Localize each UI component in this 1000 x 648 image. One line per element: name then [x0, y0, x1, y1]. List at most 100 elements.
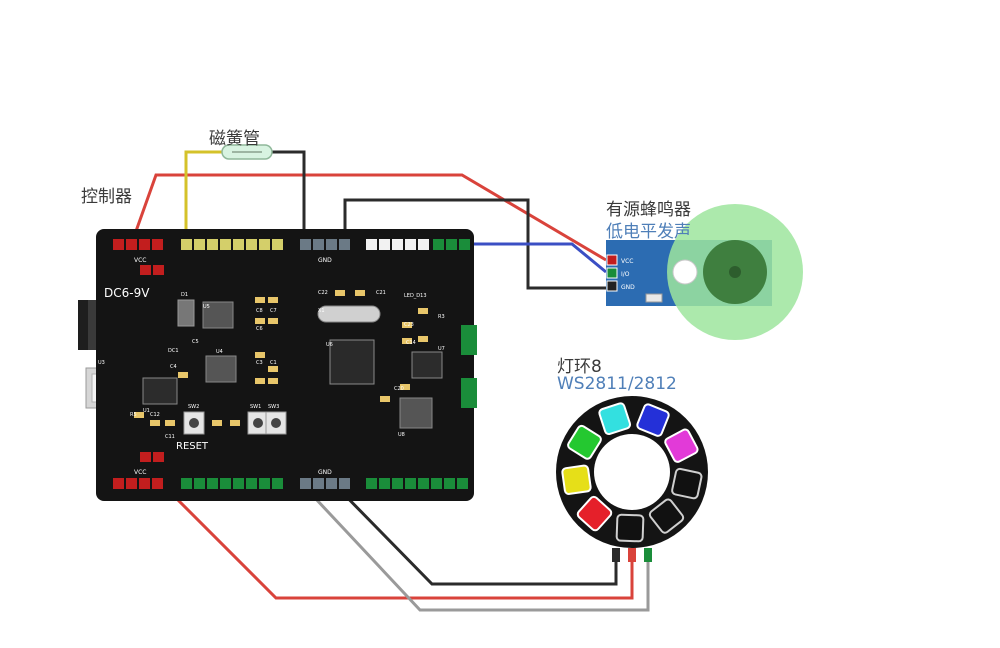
label-vcc-top: VCC: [134, 257, 146, 264]
silk-x1: X1: [318, 308, 325, 314]
silk-u6: U6: [326, 342, 333, 348]
controller-board: DC6-9V RESET VCC VCC GND GND MOTOR2 MOTO…: [78, 229, 483, 501]
wire-black-to-ring: [330, 480, 618, 586]
label-ring-title: 灯环8: [557, 357, 602, 377]
buzzer-pin-vcc: [606, 254, 618, 266]
ring-pin-vcc: [628, 548, 636, 562]
ring-pin-gnd: [612, 548, 620, 562]
silk-r3: R3: [438, 314, 445, 320]
wires: [128, 150, 650, 612]
header-bottom: [113, 452, 468, 489]
silk-sw3: SW3: [268, 404, 279, 410]
silk-sw1: SW1: [250, 404, 261, 410]
silk-c1: C1: [270, 360, 277, 366]
label-vcc-bottom: VCC: [134, 469, 146, 476]
silk-c14: C14: [406, 340, 416, 346]
main-mcu-chip: [329, 339, 375, 385]
header-top: [113, 239, 470, 275]
wire-gray-to-ring: [298, 480, 650, 612]
silk-u5: U5: [203, 304, 210, 310]
diode-d1: [177, 299, 195, 327]
silk-c3: C3: [256, 360, 263, 366]
motor2-connector: [461, 325, 477, 355]
ring-led: [648, 498, 685, 534]
label-motor2: MOTOR2: [476, 322, 483, 348]
label-buzzer-title: 有源蜂鸣器: [606, 200, 691, 220]
ring-led: [671, 467, 703, 500]
silk-u8: U8: [398, 432, 405, 438]
wire-gnd-to-buzzer: [343, 198, 606, 290]
silk-c20: C20: [394, 386, 404, 392]
buzzer-pin-io: [606, 267, 618, 279]
button-reset: [183, 411, 205, 435]
silk-u1: U1: [143, 408, 150, 414]
chip-u4: [205, 355, 237, 383]
silk-u3: U3: [98, 360, 105, 366]
buzzer-pin-label-vcc: VCC: [621, 258, 633, 265]
label-buzzer-note: 低电平发声: [606, 222, 691, 242]
passive-components: [134, 290, 428, 426]
ring-hole: [594, 434, 670, 510]
label-dc-jack: DC6-9V: [104, 286, 150, 300]
silk-u4: U4: [216, 349, 223, 355]
label-motor1: MOTOR: [476, 376, 483, 398]
crystal: [317, 305, 381, 323]
wire-vcc-to-ring: [158, 480, 634, 600]
buzzer-mount-hole: [672, 259, 698, 285]
silk-r5: R5: [130, 412, 137, 418]
wire-io-to-buzzer: [466, 242, 607, 274]
buzzer-pin-gnd: [606, 280, 618, 292]
ring-led: [636, 403, 670, 437]
motor1-connector: [461, 378, 477, 408]
wire-vcc-to-buzzer: [128, 173, 607, 262]
buzzer-pin-label-gnd: GND: [621, 284, 635, 291]
header-vcc-top: [113, 239, 163, 250]
silk-sw2: SW2: [188, 404, 199, 410]
header-green-bottom-right: [366, 478, 468, 489]
chip-u7: [411, 351, 443, 379]
label-controller: 控制器: [81, 187, 132, 207]
silk-c22: C22: [318, 290, 328, 296]
label-reset: RESET: [176, 441, 209, 452]
buzzer-pin-label-io: I/O: [621, 271, 630, 278]
header-gnd-top: [300, 239, 350, 250]
label-reed-switch: 磁簧管: [209, 129, 260, 149]
silk-led-d13: LED_D13: [404, 293, 427, 299]
label-ring-chip: WS2811/2812: [557, 374, 677, 394]
silk-c6: C6: [256, 326, 263, 332]
header-yellow: [181, 239, 283, 250]
ring-leds: [561, 402, 703, 543]
led-ring: [556, 396, 708, 562]
header-gnd-bottom: [300, 478, 350, 489]
chip-u1: [142, 377, 178, 405]
button-sw3: [265, 411, 287, 435]
silk-c5: C5: [192, 339, 199, 345]
silk-c4: C4: [170, 364, 177, 370]
chip-u5: [202, 301, 234, 329]
ring-led: [598, 402, 632, 436]
ring-led: [576, 495, 613, 532]
silk-c21: C21: [376, 290, 386, 296]
silkscreen-labels: D1 U5 C8 C7 C6 C5 U4 C3 C1 C22 C21 X1 LE…: [98, 290, 445, 440]
ring-led: [615, 513, 645, 543]
chip-u8: [399, 397, 433, 429]
ring-led: [561, 464, 592, 495]
silk-dc1: DC1: [168, 348, 179, 354]
silk-c23: C23: [404, 322, 414, 328]
header-vcc-bottom: [113, 478, 163, 489]
ring-led: [664, 428, 699, 463]
silk-d1: D1: [181, 292, 188, 298]
silk-c12: C12: [150, 412, 160, 418]
label-gnd-bottom: GND: [318, 469, 332, 476]
silk-c8: C8: [256, 308, 263, 314]
silk-c7: C7: [270, 308, 277, 314]
wire-reed-black: [270, 150, 306, 248]
label-gnd-top: GND: [318, 257, 332, 264]
ring-led: [567, 424, 602, 460]
header-green-bottom-left: [181, 478, 283, 489]
reed-switch: [221, 144, 273, 160]
silk-c11: C11: [165, 434, 175, 440]
button-sw1: [247, 411, 269, 435]
wire-reed-yellow: [184, 150, 224, 248]
